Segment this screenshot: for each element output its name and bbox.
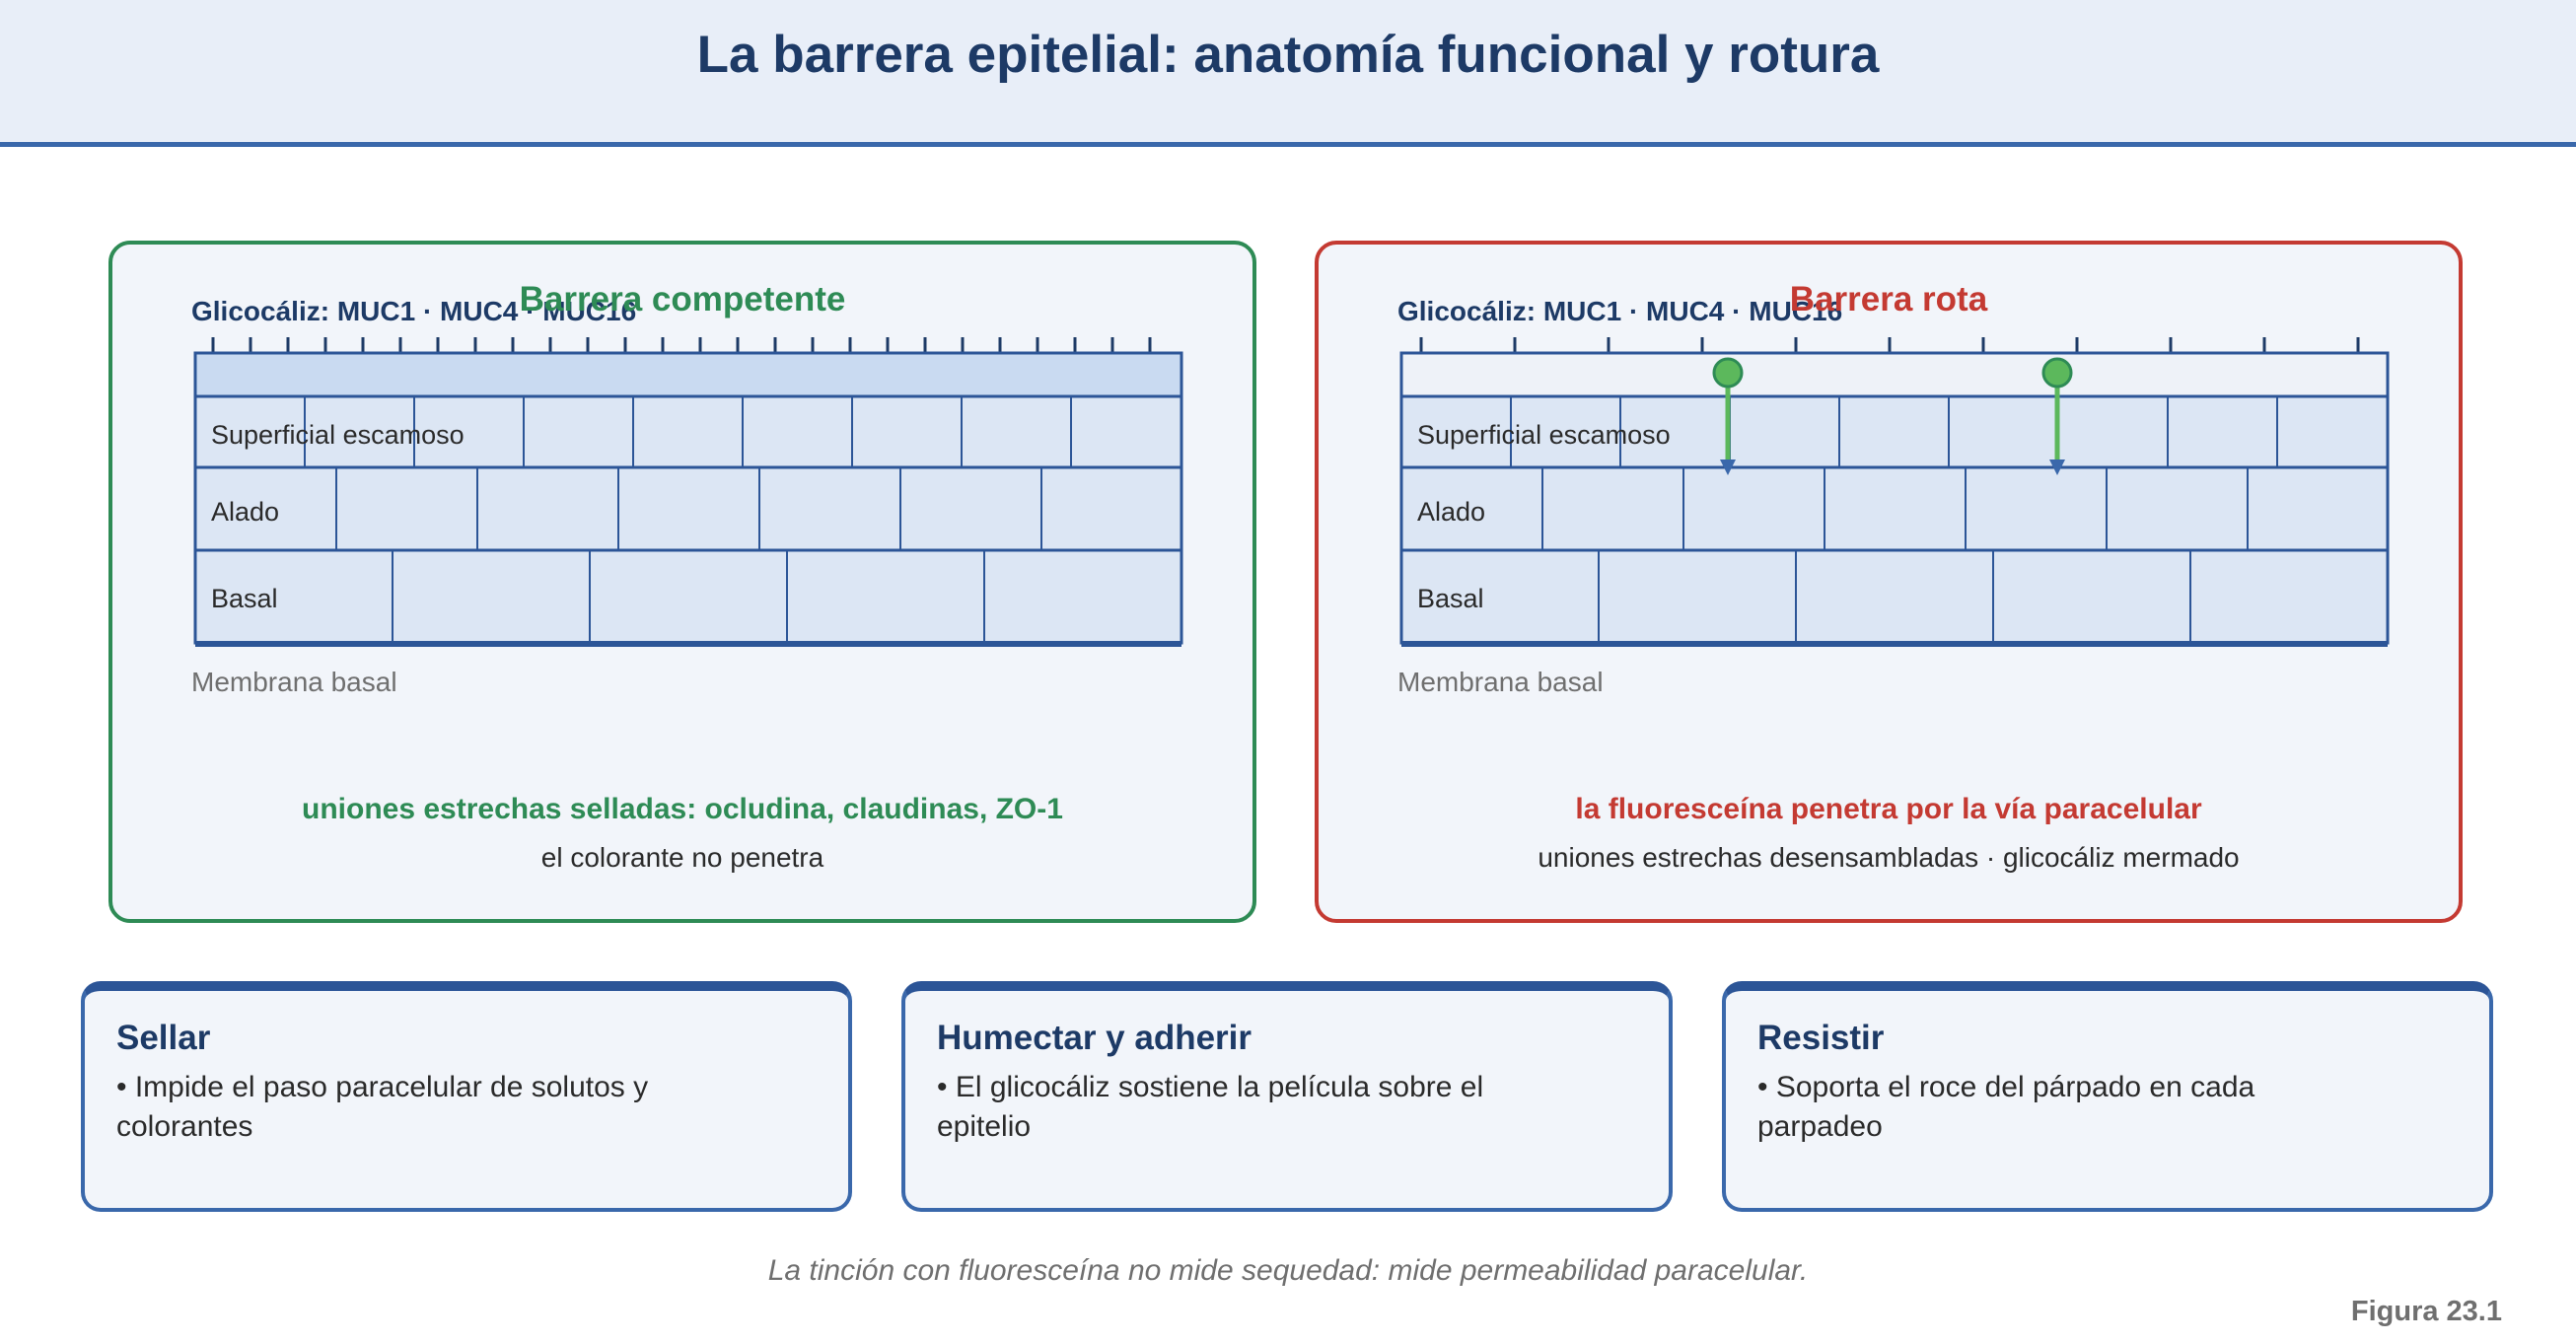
header: La barrera epitelial: anatomía funcional… [0,0,2576,147]
basal-layer [193,548,1183,645]
epithelium-diagram: Superficial escamoso Alado Basal [193,337,1183,647]
fluorescein-droplet-icon [1712,357,1744,389]
panel-title: Barrera competente [519,280,846,318]
caption-main: uniones estrechas selladas: ocludina, cl… [302,793,1063,825]
card-title: Humectar y adherir [937,1019,1252,1057]
glycocalyx-ticks [211,337,1152,353]
card-title: Sellar [116,1019,211,1057]
superficial-layer [193,394,1183,469]
function-card-wet-adhere: Humectar y adherir • El glicocáliz sosti… [901,981,1673,1212]
layer-label-superficial: Superficial escamoso [1417,420,1671,450]
penetration-arrow-icon [2049,459,2065,475]
glycocalyx-layer [193,351,1183,398]
epithelium-diagram: Superficial escamoso Alado Basal [1399,337,2390,647]
figure-label: Figura 23.1 [2350,1296,2502,1327]
layer-label-basal: Basal [211,584,278,613]
dye-penetration-2 [2041,357,2073,475]
page-title: La barrera epitelial: anatomía funcional… [696,26,1880,84]
card-text: • Impide el paso paracelular de solutos … [116,1071,649,1143]
dye-penetration-1 [1712,357,1744,475]
function-card-seal: Sellar • Impide el paso paracelular de s… [81,981,852,1212]
membrane-label: Membrana basal [1397,667,1604,697]
panel-competent-barrier: Glicocáliz: MUC1 · MUC4 · MUC16 Barrera … [108,241,1256,923]
caption-main: la fluoresceína penetra por la vía parac… [1575,793,2202,825]
superficial-layer [1399,394,2390,469]
footnote: La tinción con fluoresceína no mide sequ… [767,1254,1809,1287]
function-card-resist: Resistir • Soporta el roce del párpado e… [1722,981,2493,1212]
panel-title: Barrera rota [1789,280,1988,318]
layer-label-superficial: Superficial escamoso [211,420,465,450]
fluorescein-droplet-icon [2041,357,2073,389]
membrane-label: Membrana basal [191,667,397,697]
glycocalyx-label: Glicocáliz: MUC1 · MUC4 · MUC16 [191,296,637,326]
caption-sub: uniones estrechas desensambladas · glico… [1538,842,2240,873]
layer-label-winged: Alado [211,497,279,527]
winged-layer [193,465,1183,552]
basal-layer [1399,548,2390,645]
card-text: • Soporta el roce del párpado en cada pa… [1757,1071,2255,1143]
caption-sub: el colorante no penetra [540,842,824,873]
depleted-glycocalyx-layer [1399,351,2390,398]
panel-broken-barrier: Glicocáliz: MUC1 · MUC4 · MUC16 Barrera … [1315,241,2463,923]
winged-layer [1399,465,2390,552]
penetration-arrow-icon [1720,459,1736,475]
glycocalyx-label: Glicocáliz: MUC1 · MUC4 · MUC16 [1397,296,1843,326]
layer-label-basal: Basal [1417,584,1484,613]
card-text: • El glicocáliz sostiene la película sob… [937,1071,1484,1143]
layer-label-winged: Alado [1417,497,1485,527]
card-title: Resistir [1757,1019,1885,1057]
glycocalyx-ticks [1419,337,2360,353]
